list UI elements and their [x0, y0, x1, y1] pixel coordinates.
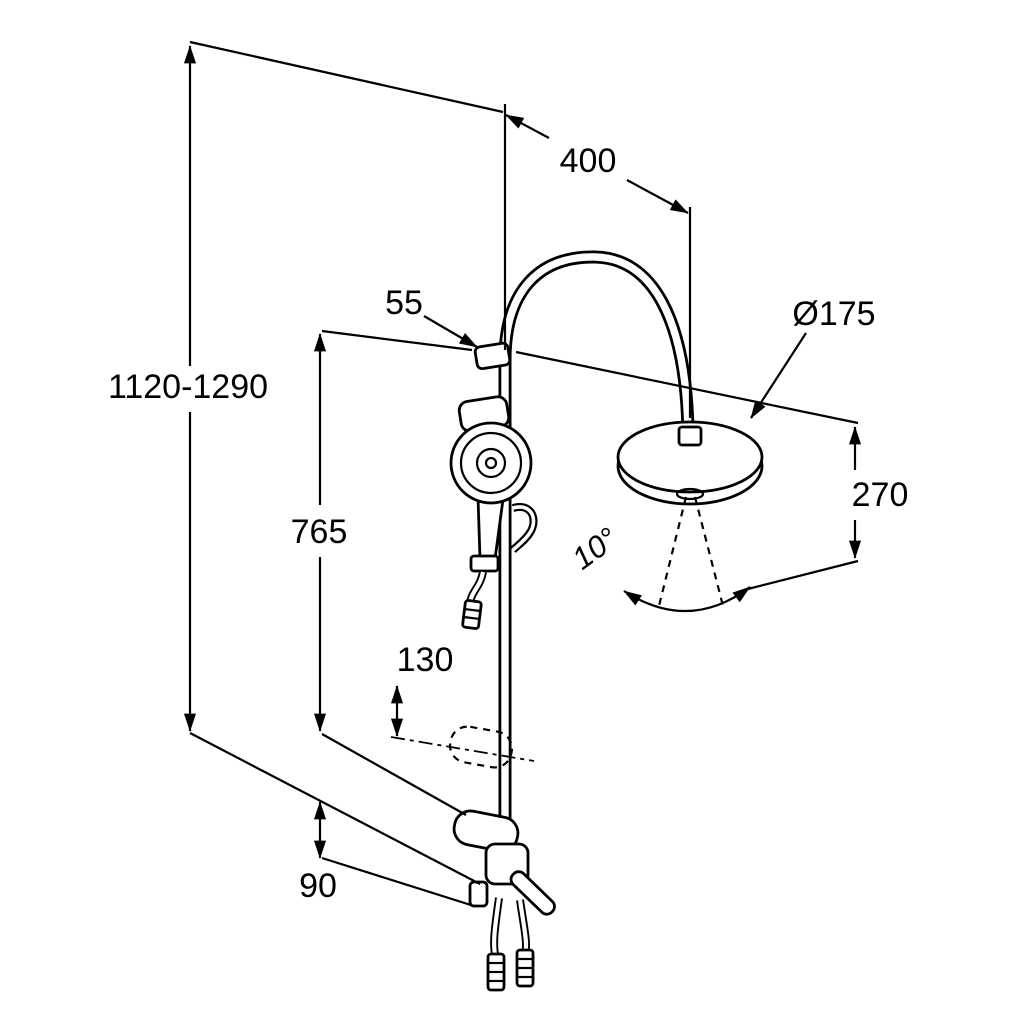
rail-bottom-bracket: [452, 809, 520, 853]
spray-plate-hub: [675, 487, 705, 501]
shower-column: [390, 250, 764, 992]
spray-angle-arc: [623, 586, 751, 613]
dim-spray-angle-label: 10°: [566, 521, 625, 577]
mixer-assembly: [452, 809, 556, 992]
dim-total-height-label: 1120-1290: [108, 368, 268, 406]
diverter-lever: [509, 870, 556, 916]
hand-shower: [449, 421, 533, 630]
ext-line-total-top: [189, 40, 504, 114]
dim-head-diameter-label: Ø175: [792, 295, 875, 333]
overhead-shower-head: [616, 420, 764, 506]
outlet-stub: [468, 880, 489, 908]
hose-fitting-right: [515, 948, 535, 988]
dim-lower-offset-label: 90: [299, 867, 337, 905]
slider-alt-position: [390, 725, 535, 769]
ext-line-rail-top: [321, 329, 473, 352]
leader-head-diameter: [750, 332, 807, 419]
head-connector-nut: [677, 425, 703, 447]
ext-line-rail-bottom: [321, 733, 467, 816]
dim-head-drop-label: 270: [852, 476, 909, 514]
wall-union-fitting: [473, 341, 512, 371]
ext-line-drop-bottom: [743, 559, 859, 592]
dim-slider-travel-label: 130: [397, 641, 454, 679]
dim-line-reach-right: [626, 179, 689, 214]
hand-shower-hose-fitting: [461, 599, 483, 630]
dimension-lines: [183, 40, 862, 908]
dim-line-reach-left: [505, 114, 550, 139]
dim-top-offset-label: 55: [385, 284, 423, 322]
spray-cone: [623, 496, 751, 613]
dimension-labels: 1120-1290 400 55 Ø175 270 765 130 90 10°: [108, 142, 908, 905]
leader-top-offset: [423, 315, 478, 348]
hand-shower-head: [449, 421, 533, 505]
hose-fitting-left: [486, 952, 506, 992]
dim-rail-length-label: 765: [291, 513, 348, 551]
dim-reach-label: 400: [560, 142, 617, 180]
hand-shower-nut: [469, 554, 500, 573]
ext-line-total-bottom: [189, 732, 481, 885]
ext-line-lower-offset: [321, 856, 475, 908]
ext-line-drop-top: [515, 350, 859, 425]
